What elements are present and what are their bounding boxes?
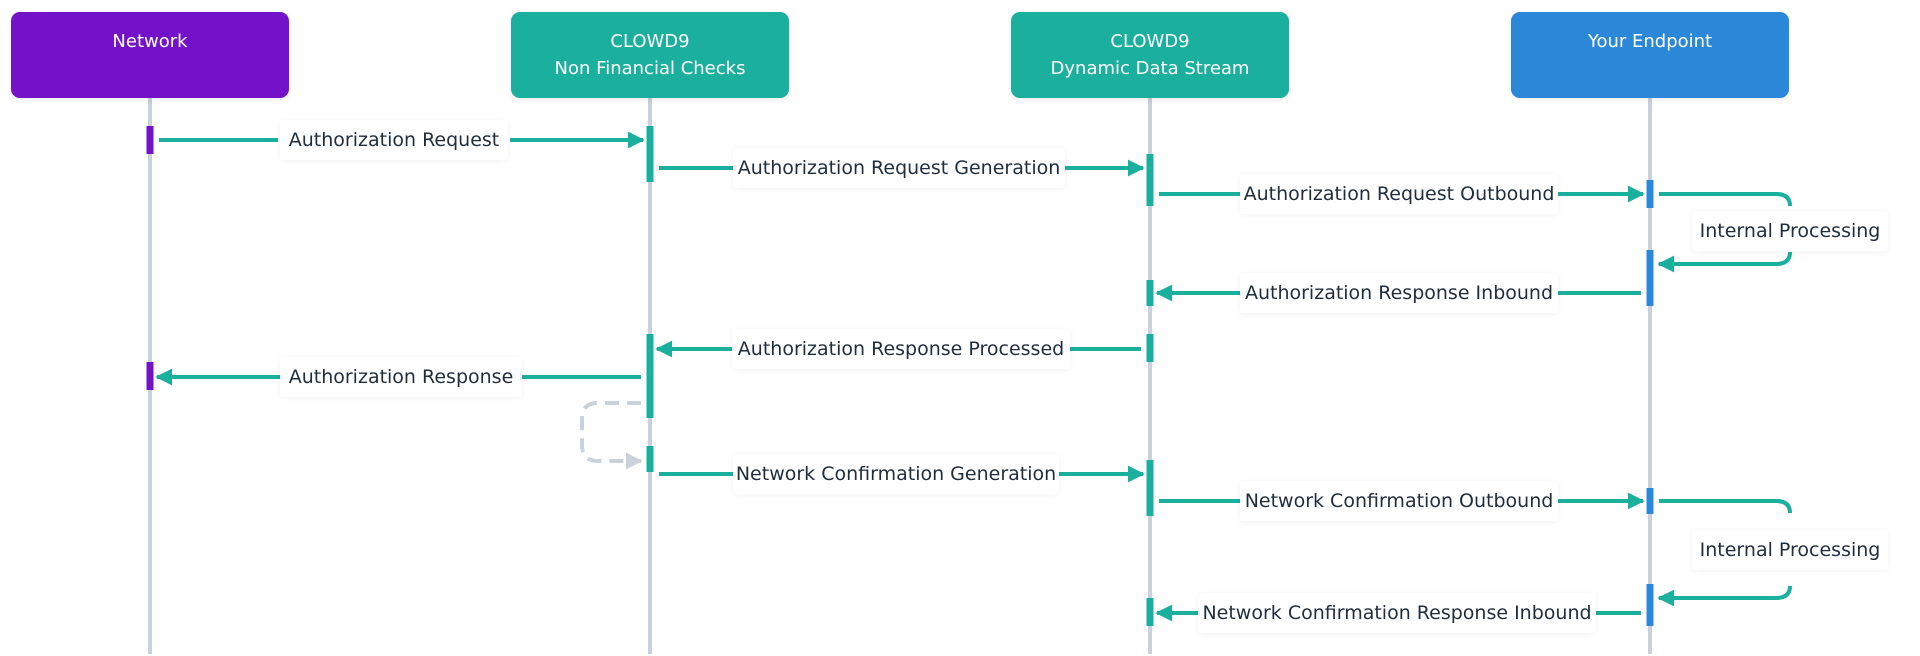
- message-label-authorization-request-generation: Authorization Request Generation: [733, 148, 1065, 188]
- activation-bar-endpoint-13: [1646, 584, 1654, 626]
- message-label-authorization-request-outbound: Authorization Request Outbound: [1240, 174, 1558, 214]
- actor-clowd9-dynamic-data-stream: CLOWD9 Dynamic Data Stream: [1011, 12, 1289, 98]
- self-loop-internal-processing-1-top: [1659, 192, 1792, 207]
- actor-your-endpoint: Your Endpoint: [1511, 12, 1789, 98]
- activation-bar-network-1: [146, 362, 154, 390]
- activation-bar-dds-7: [1146, 334, 1154, 362]
- activation-bar-nfc-3: [646, 334, 654, 418]
- activation-bar-dds-5: [1146, 154, 1154, 206]
- actor-network-title: Network: [112, 31, 188, 52]
- activation-bar-dds-9: [1146, 598, 1154, 626]
- actor-endpoint-title: Your Endpoint: [1587, 31, 1713, 52]
- dashed-self-loop-nfc: [580, 401, 643, 470]
- message-label-internal-processing-2: Internal Processing: [1692, 530, 1888, 570]
- activation-bar-nfc-2: [646, 126, 654, 182]
- activation-bar-endpoint-11: [1646, 250, 1654, 306]
- self-loop-internal-processing-2-top: [1659, 499, 1792, 514]
- actor-network: Network: [11, 12, 289, 98]
- self-loop-internal-processing-1-bottom: [1657, 251, 1792, 273]
- actor-nfc-subtitle: Non Financial Checks: [554, 58, 746, 79]
- activation-bar-nfc-4: [646, 446, 654, 472]
- message-label-network-confirmation-response-inbound: Network Confirmation Response Inbound: [1198, 593, 1596, 633]
- actor-dds-subtitle: Dynamic Data Stream: [1050, 58, 1250, 79]
- activation-bar-dds-8: [1146, 460, 1154, 516]
- self-loop-internal-processing-2-bottom: [1657, 585, 1792, 607]
- actor-nfc-title: CLOWD9: [610, 31, 690, 52]
- activation-bar-endpoint-10: [1646, 180, 1654, 208]
- message-label-authorization-response: Authorization Response: [280, 357, 522, 397]
- message-label-network-confirmation-outbound: Network Confirmation Outbound: [1240, 481, 1558, 521]
- message-label-authorization-response-processed: Authorization Response Processed: [732, 329, 1070, 369]
- actor-clowd9-non-financial-checks: CLOWD9 Non Financial Checks: [511, 12, 789, 98]
- message-label-authorization-request: Authorization Request: [280, 120, 508, 160]
- actor-dds-title: CLOWD9: [1110, 31, 1190, 52]
- message-label-authorization-response-inbound: Authorization Response Inbound: [1240, 273, 1558, 313]
- activation-bar-network-0: [146, 126, 154, 154]
- activation-bar-endpoint-12: [1646, 488, 1654, 514]
- activation-bar-dds-6: [1146, 280, 1154, 306]
- message-label-internal-processing-1: Internal Processing: [1692, 211, 1888, 251]
- message-label-network-confirmation-generation: Network Confirmation Generation: [733, 454, 1059, 494]
